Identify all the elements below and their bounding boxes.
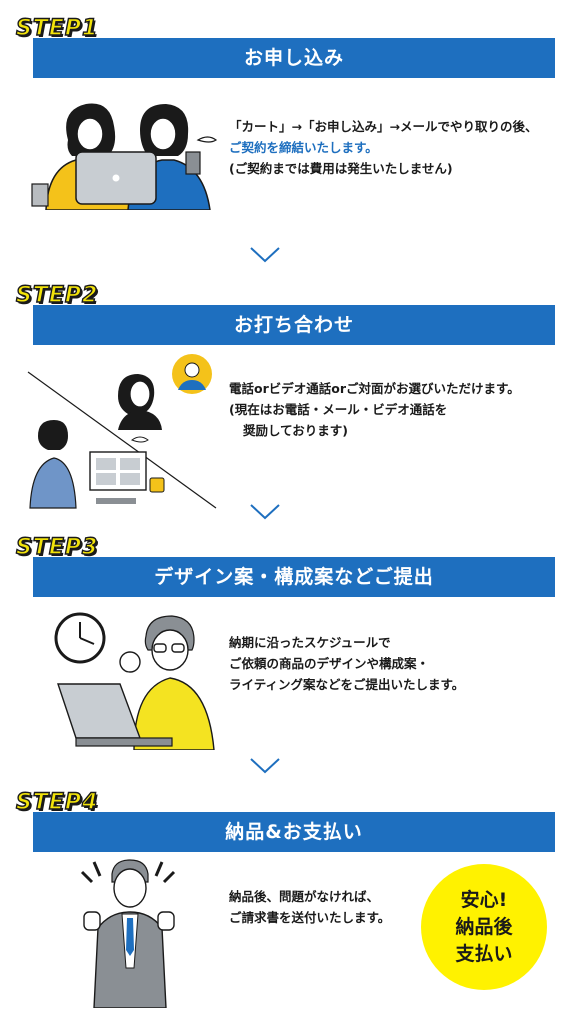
step-1-label: STEP1 xyxy=(15,16,99,41)
step-2-line-1: 電話orビデオ通話orご対面がお選びいただけます。 xyxy=(229,381,520,396)
coffee-cup-icon xyxy=(149,477,165,493)
step-3-line-2: ご依頼の商品のデザインや構成案・ xyxy=(229,656,430,671)
step-1-illustration-two-women-laptop xyxy=(31,103,218,210)
chevron-down-icon xyxy=(250,504,280,520)
step-4-label: STEP4 xyxy=(15,790,99,815)
step-2-label: STEP2 xyxy=(15,283,99,308)
badge-line-1: 安心! xyxy=(460,888,508,911)
step-3-line-3: ライティング案などをご提出いたします。 xyxy=(229,677,465,692)
step-2-line-2: (現在はお電話・メール・ビデオ通話を xyxy=(229,402,448,417)
step-2-description: 電話orビデオ通話orご対面がお選びいただけます。 (現在はお電話・メール・ビデ… xyxy=(229,378,520,441)
step-1-line-2-highlight: ご契約を締結いたします。 xyxy=(229,140,378,155)
step-3-line-1: 納期に沿ったスケジュールで xyxy=(229,635,391,650)
step-3-illustration-man-laptop-clock xyxy=(54,612,215,750)
step-2-line-3: 奨励しております) xyxy=(243,423,348,438)
step-4-line-2: ご請求書を送付いたします。 xyxy=(229,910,391,925)
step-2-title-bar: お打ち合わせ xyxy=(33,305,555,345)
badge-line-2: 納品後 xyxy=(455,915,513,938)
step-1-description: 「カート」→「お申し込み」→メールでやり取りの後、 ご契約を締結いたします。 (… xyxy=(229,116,537,179)
badge-line-3: 支払い xyxy=(455,942,513,965)
step-4-illustration-businessman-cheering xyxy=(80,859,176,1008)
anshin-payment-badge: 安心! 納品後 支払い xyxy=(421,864,547,990)
step-1-line-3: (ご契約までは費用は発生いたしません) xyxy=(229,161,453,176)
step-3-description: 納期に沿ったスケジュールで ご依頼の商品のデザインや構成案・ ライティング案など… xyxy=(229,632,464,695)
step-1-title-bar: お申し込み xyxy=(33,38,555,78)
step-4-title-bar: 納品&お支払い xyxy=(33,812,555,852)
step-1-line-1: 「カート」→「お申し込み」→メールでやり取りの後、 xyxy=(229,119,538,134)
step-3-label: STEP3 xyxy=(15,535,99,560)
step-2-illustration-phone-and-video-call xyxy=(27,354,217,509)
step-3-title-bar: デザイン案・構成案などご提出 xyxy=(33,557,555,597)
chevron-down-icon xyxy=(250,758,280,774)
step-4-description: 納品後、問題がなければ、 ご請求書を送付いたします。 xyxy=(229,886,390,928)
chevron-down-icon xyxy=(250,247,280,263)
step-4-line-1: 納品後、問題がなければ、 xyxy=(229,889,380,904)
clock-icon xyxy=(54,612,106,664)
